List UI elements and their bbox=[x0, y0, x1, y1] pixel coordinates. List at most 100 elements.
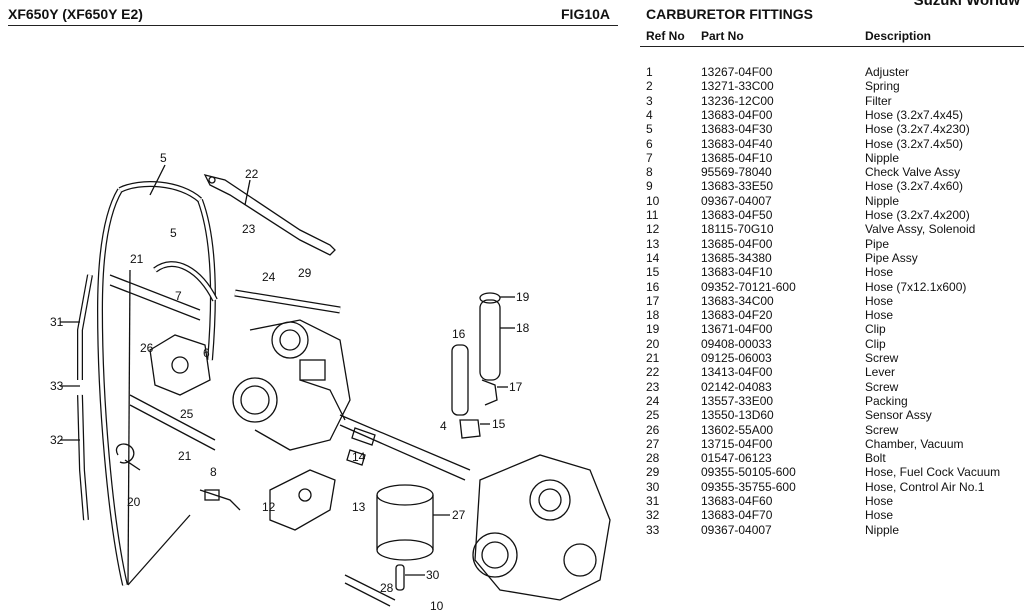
part-description: Hose (3.2x7.4x45) bbox=[865, 107, 964, 122]
part-description: Sensor Assy bbox=[865, 408, 932, 423]
part-description: Packing bbox=[865, 393, 908, 408]
part-number: 13683-04F60 bbox=[701, 494, 773, 508]
table-header-divider bbox=[640, 46, 1024, 47]
figure-code: FIG10A bbox=[561, 6, 611, 22]
ref-number: 30 bbox=[646, 479, 660, 494]
ref-number: 7 bbox=[646, 150, 653, 165]
part-description: Hose bbox=[865, 494, 894, 508]
callout-label: 17 bbox=[509, 380, 523, 394]
ref-number: 21 bbox=[646, 351, 660, 365]
part-description: Lever bbox=[865, 365, 896, 380]
ref-number: 11 bbox=[646, 208, 659, 222]
ref-number: 13 bbox=[646, 236, 660, 251]
part-description: Bolt bbox=[865, 451, 886, 466]
part-description: Hose, Fuel Cock Vacuum bbox=[865, 465, 1001, 480]
ref-number: 27 bbox=[646, 436, 660, 451]
part-description: Check Valve Assy bbox=[865, 165, 961, 180]
callout-label: 21 bbox=[178, 449, 192, 463]
callout-label: 4 bbox=[440, 419, 447, 433]
callout-label: 22 bbox=[245, 167, 259, 181]
part-number: 13683-04F10 bbox=[701, 265, 773, 280]
callout-label: 15 bbox=[492, 417, 506, 431]
part-number: 13715-04F00 bbox=[701, 436, 773, 451]
ref-number: 31 bbox=[646, 494, 660, 508]
part-number: 13683-04F30 bbox=[701, 122, 773, 137]
part-number: 13557-33E00 bbox=[701, 393, 774, 408]
callout-label: 23 bbox=[242, 222, 256, 236]
ref-number: 16 bbox=[646, 279, 660, 294]
part-number: 13267-04F00 bbox=[701, 65, 773, 79]
part-description: Valve Assy, Solenoid bbox=[865, 222, 976, 237]
part-description: Hose bbox=[865, 508, 894, 523]
ref-number: 14 bbox=[646, 250, 660, 265]
ref-number: 10 bbox=[646, 193, 660, 208]
callout-label: 25 bbox=[180, 407, 194, 421]
part-description: Screw bbox=[865, 422, 899, 437]
part-number: 13683-04F50 bbox=[701, 208, 773, 222]
callout-label: 29 bbox=[298, 266, 312, 280]
part-description: Nipple bbox=[865, 150, 900, 165]
callout-label: 32 bbox=[50, 433, 64, 447]
ref-number: 18 bbox=[646, 308, 660, 323]
part-number: 13602-55A00 bbox=[701, 422, 774, 437]
callout-label: 7 bbox=[175, 289, 182, 303]
part-description: Hose bbox=[865, 293, 894, 308]
callout-label: 10 bbox=[430, 599, 444, 610]
ref-number: 25 bbox=[646, 408, 660, 423]
part-number: 13236-12C00 bbox=[701, 93, 774, 108]
part-description: Hose bbox=[865, 265, 894, 280]
part-number: 18115-70G10 bbox=[701, 222, 774, 237]
callout-label: 28 bbox=[380, 581, 394, 595]
part-description: Filter bbox=[865, 93, 892, 108]
header-divider bbox=[8, 25, 618, 26]
callout-label: 5 bbox=[170, 226, 177, 240]
callout-label: 5 bbox=[160, 151, 167, 165]
part-number: 01547-06123 bbox=[701, 451, 772, 466]
model-title: XF650Y (XF650Y E2) bbox=[8, 6, 143, 22]
ref-number: 15 bbox=[646, 265, 660, 280]
ref-number: 19 bbox=[646, 322, 660, 337]
callout-label: 21 bbox=[130, 252, 144, 266]
part-number: 13685-34380 bbox=[701, 250, 772, 265]
callout-label: 33 bbox=[50, 379, 64, 393]
callout-label: 6 bbox=[203, 346, 210, 360]
callout-label: 12 bbox=[262, 500, 276, 514]
ref-number: 2 bbox=[646, 79, 653, 94]
part-number: 02142-04083 bbox=[701, 379, 772, 394]
callout-label: 27 bbox=[452, 508, 466, 522]
exploded-diagram: 5 22 23 24 29 21 5 31 7 26 6 19 18 16 17… bbox=[50, 151, 611, 610]
part-number: 09367-04007 bbox=[701, 522, 772, 537]
callout-label: 8 bbox=[210, 465, 217, 479]
part-description: Clip bbox=[865, 336, 886, 351]
callout-label: 13 bbox=[352, 500, 366, 514]
callout-label: 30 bbox=[426, 568, 440, 582]
part-number: 09125-06003 bbox=[701, 351, 772, 365]
part-number: 09352-70121-600 bbox=[701, 279, 796, 294]
ref-number: 1 bbox=[646, 65, 653, 79]
brand-label: Suzuki Worldw bbox=[913, 0, 1020, 9]
part-description: Pipe bbox=[865, 236, 890, 251]
ref-number: 12 bbox=[646, 222, 660, 237]
part-description: Hose (7x12.1x600) bbox=[865, 279, 967, 294]
part-description: Hose (3.2x7.4x230) bbox=[865, 122, 970, 137]
part-description: Hose (3.2x7.4x200) bbox=[865, 208, 970, 222]
column-header-description: Description bbox=[865, 29, 932, 43]
ref-number: 23 bbox=[646, 379, 660, 394]
part-number: 13683-33E50 bbox=[701, 179, 774, 194]
column-header-part: Part No bbox=[701, 29, 744, 43]
part-number: 13271-33C00 bbox=[701, 79, 774, 94]
part-description: Clip bbox=[865, 322, 886, 337]
part-description: Nipple bbox=[865, 522, 900, 537]
callout-label: 20 bbox=[127, 495, 141, 509]
part-description: Hose, Control Air No.1 bbox=[865, 479, 985, 494]
part-description: Chamber, Vacuum bbox=[865, 436, 964, 451]
part-number: 13683-04F40 bbox=[701, 136, 773, 151]
ref-number: 9 bbox=[646, 179, 653, 194]
part-description: Hose bbox=[865, 308, 894, 323]
ref-number: 26 bbox=[646, 422, 660, 437]
callout-label: 18 bbox=[516, 321, 530, 335]
ref-number: 29 bbox=[646, 465, 660, 480]
ref-number: 20 bbox=[646, 336, 660, 351]
part-number: 13683-04F00 bbox=[701, 107, 773, 122]
part-description: Screw bbox=[865, 351, 899, 365]
